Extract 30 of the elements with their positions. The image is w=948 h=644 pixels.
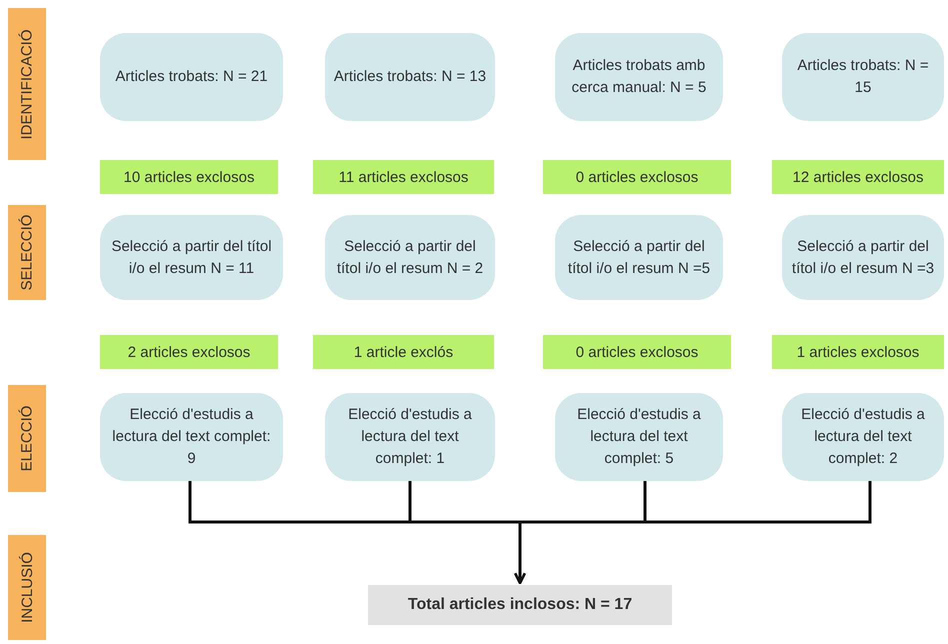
stage-label-band [8, 8, 46, 160]
stage-label: ELECCIÓ [18, 406, 36, 472]
exclusion-bar: 2 articles exclosos [100, 335, 278, 369]
process-box: Selecció a partir del títol i/o el resum N =5 [555, 215, 723, 300]
stage-label: INCLUSIÓ [18, 552, 36, 623]
process-box: Selecció a partir del títol i/o el resum N = 11 [100, 215, 283, 300]
exclusion-bar: 1 article exclós [313, 335, 494, 369]
exclusion-bar: 1 articles exclosos [772, 335, 944, 369]
total-box: Total articles inclosos: N = 17 [368, 585, 672, 625]
stage-label-band [8, 535, 46, 640]
exclusion-bar: 11 articles exclosos [313, 160, 494, 194]
process-box: Selecció a partir del títol i/o el resum N =3 [782, 215, 944, 300]
process-box: Elecció d'estudis a lectura del text complet: 9 [100, 393, 283, 481]
exclusion-bar: 10 articles exclosos [100, 160, 278, 194]
process-box: Articles trobats: N = 13 [325, 33, 495, 121]
stage-label: SELECCIÓ [18, 214, 36, 290]
process-box: Articles trobats: N = 21 [100, 33, 283, 121]
stage-label-band [8, 205, 46, 300]
stage-label-band [8, 385, 46, 492]
exclusion-bar: 12 articles exclosos [772, 160, 944, 194]
process-box: Elecció d'estudis a lectura del text complet: 1 [325, 393, 495, 481]
stage-label: IDENTIFICACIÓ [18, 29, 36, 139]
exclusion-bar: 0 articles exclosos [543, 160, 731, 194]
process-box: Articles trobats: N = 15 [782, 33, 944, 121]
exclusion-bar: 0 articles exclosos [543, 335, 731, 369]
process-box: Articles trobats amb cerca manual: N = 5 [555, 33, 723, 121]
process-box: Elecció d'estudis a lectura del text complet: 2 [782, 393, 944, 481]
process-box: Elecció d'estudis a lectura del text complet: 5 [555, 393, 723, 481]
process-box: Selecció a partir del títol i/o el resum N = 2 [325, 215, 495, 300]
connector-arrow [514, 481, 872, 584]
